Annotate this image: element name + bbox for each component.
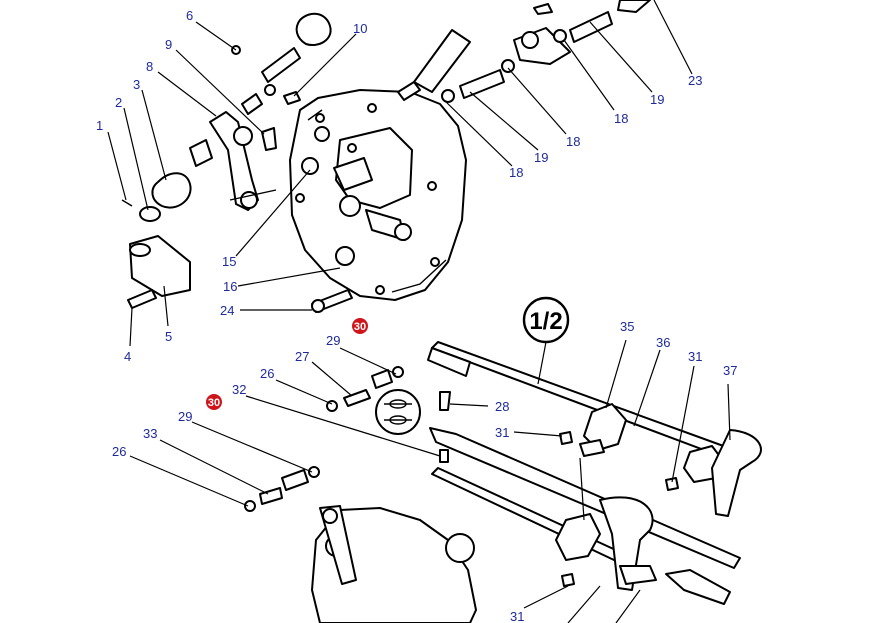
callout-10: 10 bbox=[353, 21, 367, 36]
callout-29b: 29 bbox=[178, 409, 192, 424]
leader-lines bbox=[107, 0, 731, 623]
speed-symbol-icon bbox=[375, 389, 421, 435]
callout-31b: 31 bbox=[688, 349, 702, 364]
callout-9: 9 bbox=[165, 37, 172, 52]
lever-arm bbox=[209, 111, 277, 211]
lower-housing bbox=[311, 505, 477, 623]
callout-4: 4 bbox=[124, 349, 131, 364]
callout-8: 8 bbox=[146, 59, 153, 74]
cover-plate bbox=[289, 89, 467, 301]
selector-rail-middle bbox=[429, 427, 741, 569]
callout-37: 37 bbox=[723, 363, 737, 378]
callout-30b: 30 bbox=[208, 397, 220, 409]
callout-29a: 29 bbox=[326, 333, 340, 348]
callout-18b: 18 bbox=[566, 134, 580, 149]
callout-19a: 19 bbox=[534, 150, 548, 165]
shift-fork-lower bbox=[555, 496, 731, 605]
callout-1: 1 bbox=[96, 118, 103, 133]
callout-26b: 26 bbox=[112, 444, 126, 459]
callout-18a: 18 bbox=[509, 165, 523, 180]
sheet-badge: 1/2 bbox=[522, 296, 570, 385]
highlight-marker-30a bbox=[352, 318, 368, 334]
callout-36: 36 bbox=[656, 335, 670, 350]
shift-fork-upper bbox=[579, 403, 762, 517]
bolts bbox=[311, 289, 353, 313]
callout-3: 3 bbox=[133, 77, 140, 92]
callout-28: 28 bbox=[495, 399, 509, 414]
callout-32: 32 bbox=[232, 382, 246, 397]
callout-2: 2 bbox=[115, 95, 122, 110]
detent-spring-assembly bbox=[121, 139, 213, 309]
sheet-badge-text: 1/2 bbox=[529, 308, 562, 335]
callout-30a: 30 bbox=[354, 321, 366, 333]
callout-31c: 31 bbox=[510, 609, 524, 623]
callout-23: 23 bbox=[688, 73, 702, 88]
callout-18c: 18 bbox=[614, 111, 628, 126]
callout-26a: 26 bbox=[260, 366, 274, 381]
right-spring-group bbox=[397, 0, 651, 103]
callout-35: 35 bbox=[620, 319, 634, 334]
callout-15: 15 bbox=[222, 254, 236, 269]
highlight-marker-30b bbox=[206, 394, 222, 410]
callout-19b: 19 bbox=[650, 92, 664, 107]
rod-assembly bbox=[231, 12, 332, 151]
callout-33: 33 bbox=[143, 426, 157, 441]
callout-24: 24 bbox=[220, 303, 234, 318]
callout-labels: 1 2 3 4 5 6 8 9 10 15 16 18 18 18 19 19 … bbox=[96, 8, 737, 623]
callout-31a: 31 bbox=[495, 425, 509, 440]
callout-5: 5 bbox=[165, 329, 172, 344]
callout-16: 16 bbox=[223, 279, 237, 294]
callout-6: 6 bbox=[186, 8, 193, 23]
callout-27: 27 bbox=[295, 349, 309, 364]
